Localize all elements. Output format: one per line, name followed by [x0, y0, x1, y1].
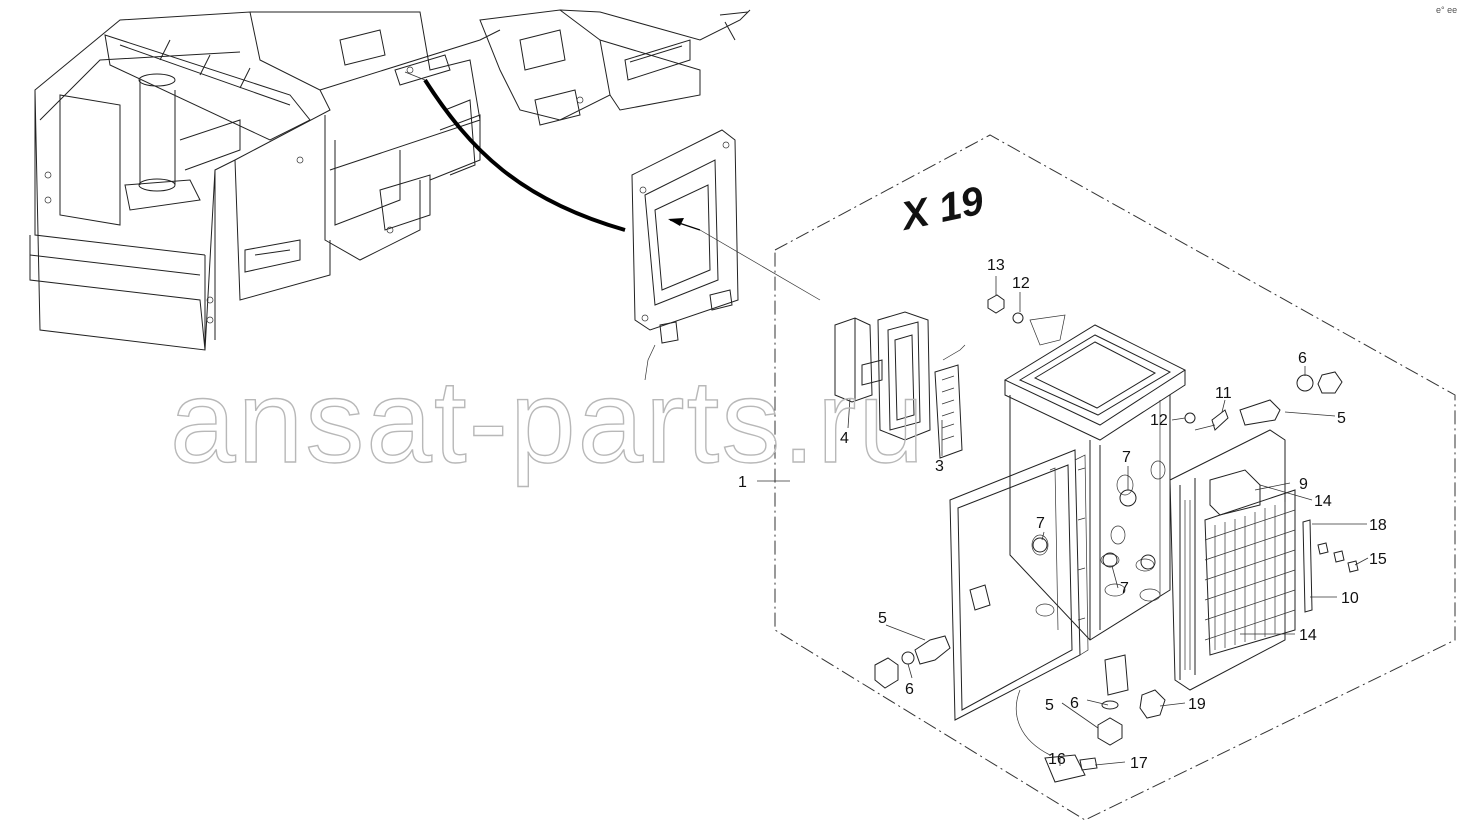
mounting-plate — [631, 129, 821, 381]
machine-frame — [29, 9, 751, 351]
callout-6: 6 — [1298, 350, 1307, 367]
part-callouts: 13 12 6 11 12 5 4 3 7 9 14 1 7 18 15 7 1… — [738, 257, 1387, 772]
callout-17: 17 — [1130, 755, 1148, 772]
callout-6: 6 — [905, 681, 914, 698]
callout-14: 14 — [1314, 493, 1332, 510]
terminal-rail-assembly — [1169, 429, 1359, 691]
callout-1: 1 — [738, 474, 747, 491]
callout-9: 9 — [1299, 476, 1308, 493]
callout-13: 13 — [987, 257, 1005, 274]
callout-7: 7 — [1122, 449, 1131, 466]
callout-15: 15 — [1369, 551, 1387, 568]
leader-lines — [757, 276, 1369, 766]
connector-housing — [834, 311, 966, 459]
electrical-cabinet — [949, 314, 1187, 721]
cable-glands-and-fittings — [874, 294, 1343, 783]
view-label-x19: X 19 — [896, 179, 988, 240]
callout-19: 19 — [1188, 696, 1206, 713]
callout-6: 6 — [1070, 695, 1079, 712]
callout-14: 14 — [1299, 627, 1317, 644]
callout-12: 12 — [1150, 412, 1168, 429]
callout-10: 10 — [1341, 590, 1359, 607]
callout-3: 3 — [935, 458, 944, 475]
callout-4: 4 — [840, 430, 849, 447]
watermark: ansat-parts.ru — [170, 356, 926, 488]
callout-7: 7 — [1120, 580, 1129, 597]
transfer-arrow — [404, 71, 626, 232]
callout-5: 5 — [1045, 697, 1054, 714]
callout-18: 18 — [1369, 517, 1387, 534]
corner-mark: e° ee — [1436, 5, 1457, 15]
detail-boundary — [774, 134, 1456, 821]
callout-7: 7 — [1036, 515, 1045, 532]
callout-11: 11 — [1215, 385, 1232, 402]
callout-16: 16 — [1048, 751, 1066, 768]
callout-5: 5 — [1337, 410, 1346, 427]
callout-5: 5 — [878, 610, 887, 627]
callout-12: 12 — [1012, 275, 1030, 292]
